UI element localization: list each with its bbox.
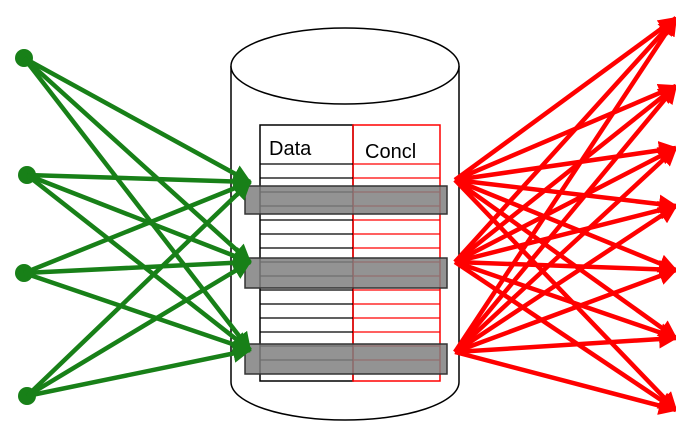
concl-column-header: Concl xyxy=(365,141,416,163)
input-arrows xyxy=(22,56,252,399)
output-arrow-1-2 xyxy=(454,83,676,183)
output-arrow-1-5 xyxy=(454,177,676,273)
output-arrow-1-4 xyxy=(454,177,676,214)
highlighted-rows xyxy=(244,185,448,375)
data-column-header: Data xyxy=(269,138,312,160)
output-arrow-1-3 xyxy=(454,141,676,183)
output-arrow-2-3 xyxy=(453,146,676,264)
output-arrow-3-1 xyxy=(453,16,676,354)
output-arrow-2-4 xyxy=(454,201,676,265)
output-arrow-3-4 xyxy=(453,204,676,354)
highlighted-row-1 xyxy=(244,185,448,215)
input-arrow-1-3 xyxy=(22,56,252,352)
input-arrow-3-3 xyxy=(23,270,252,354)
output-arrow-3-2 xyxy=(453,84,676,354)
highlighted-row-2 xyxy=(244,257,448,289)
output-arrow-3-6 xyxy=(454,329,676,355)
output-arrow-1-1 xyxy=(453,16,676,182)
output-arrow-2-6 xyxy=(454,259,676,342)
input-arrow-4-3 xyxy=(26,344,252,399)
input-arrow-1-1 xyxy=(22,56,252,184)
input-nodes xyxy=(15,49,36,405)
output-arrow-3-3 xyxy=(453,146,676,354)
highlighted-row-3 xyxy=(244,343,448,375)
cylinder-top xyxy=(230,27,460,105)
input-arrow-4-1 xyxy=(25,180,252,398)
output-arrow-1-6 xyxy=(453,178,676,340)
input-arrow-3-2 xyxy=(23,253,252,276)
output-arrow-2-7 xyxy=(453,260,676,412)
concl-column xyxy=(352,124,441,382)
output-arrow-2-1 xyxy=(453,16,676,264)
input-arrow-3-1 xyxy=(23,179,252,276)
output-arrow-3-7 xyxy=(454,349,676,415)
input-arrow-1-2 xyxy=(22,56,252,264)
input-arrow-2-2 xyxy=(26,172,252,265)
input-arrow-2-3 xyxy=(25,173,252,352)
data-table: Data Concl xyxy=(244,124,448,382)
output-arrow-2-5 xyxy=(454,259,676,279)
input-arrow-4-2 xyxy=(25,260,252,398)
output-arrow-3-5 xyxy=(454,267,676,355)
output-arrows xyxy=(453,16,676,415)
output-arrow-2-2 xyxy=(453,84,676,264)
input-arrow-2-1 xyxy=(26,172,252,191)
